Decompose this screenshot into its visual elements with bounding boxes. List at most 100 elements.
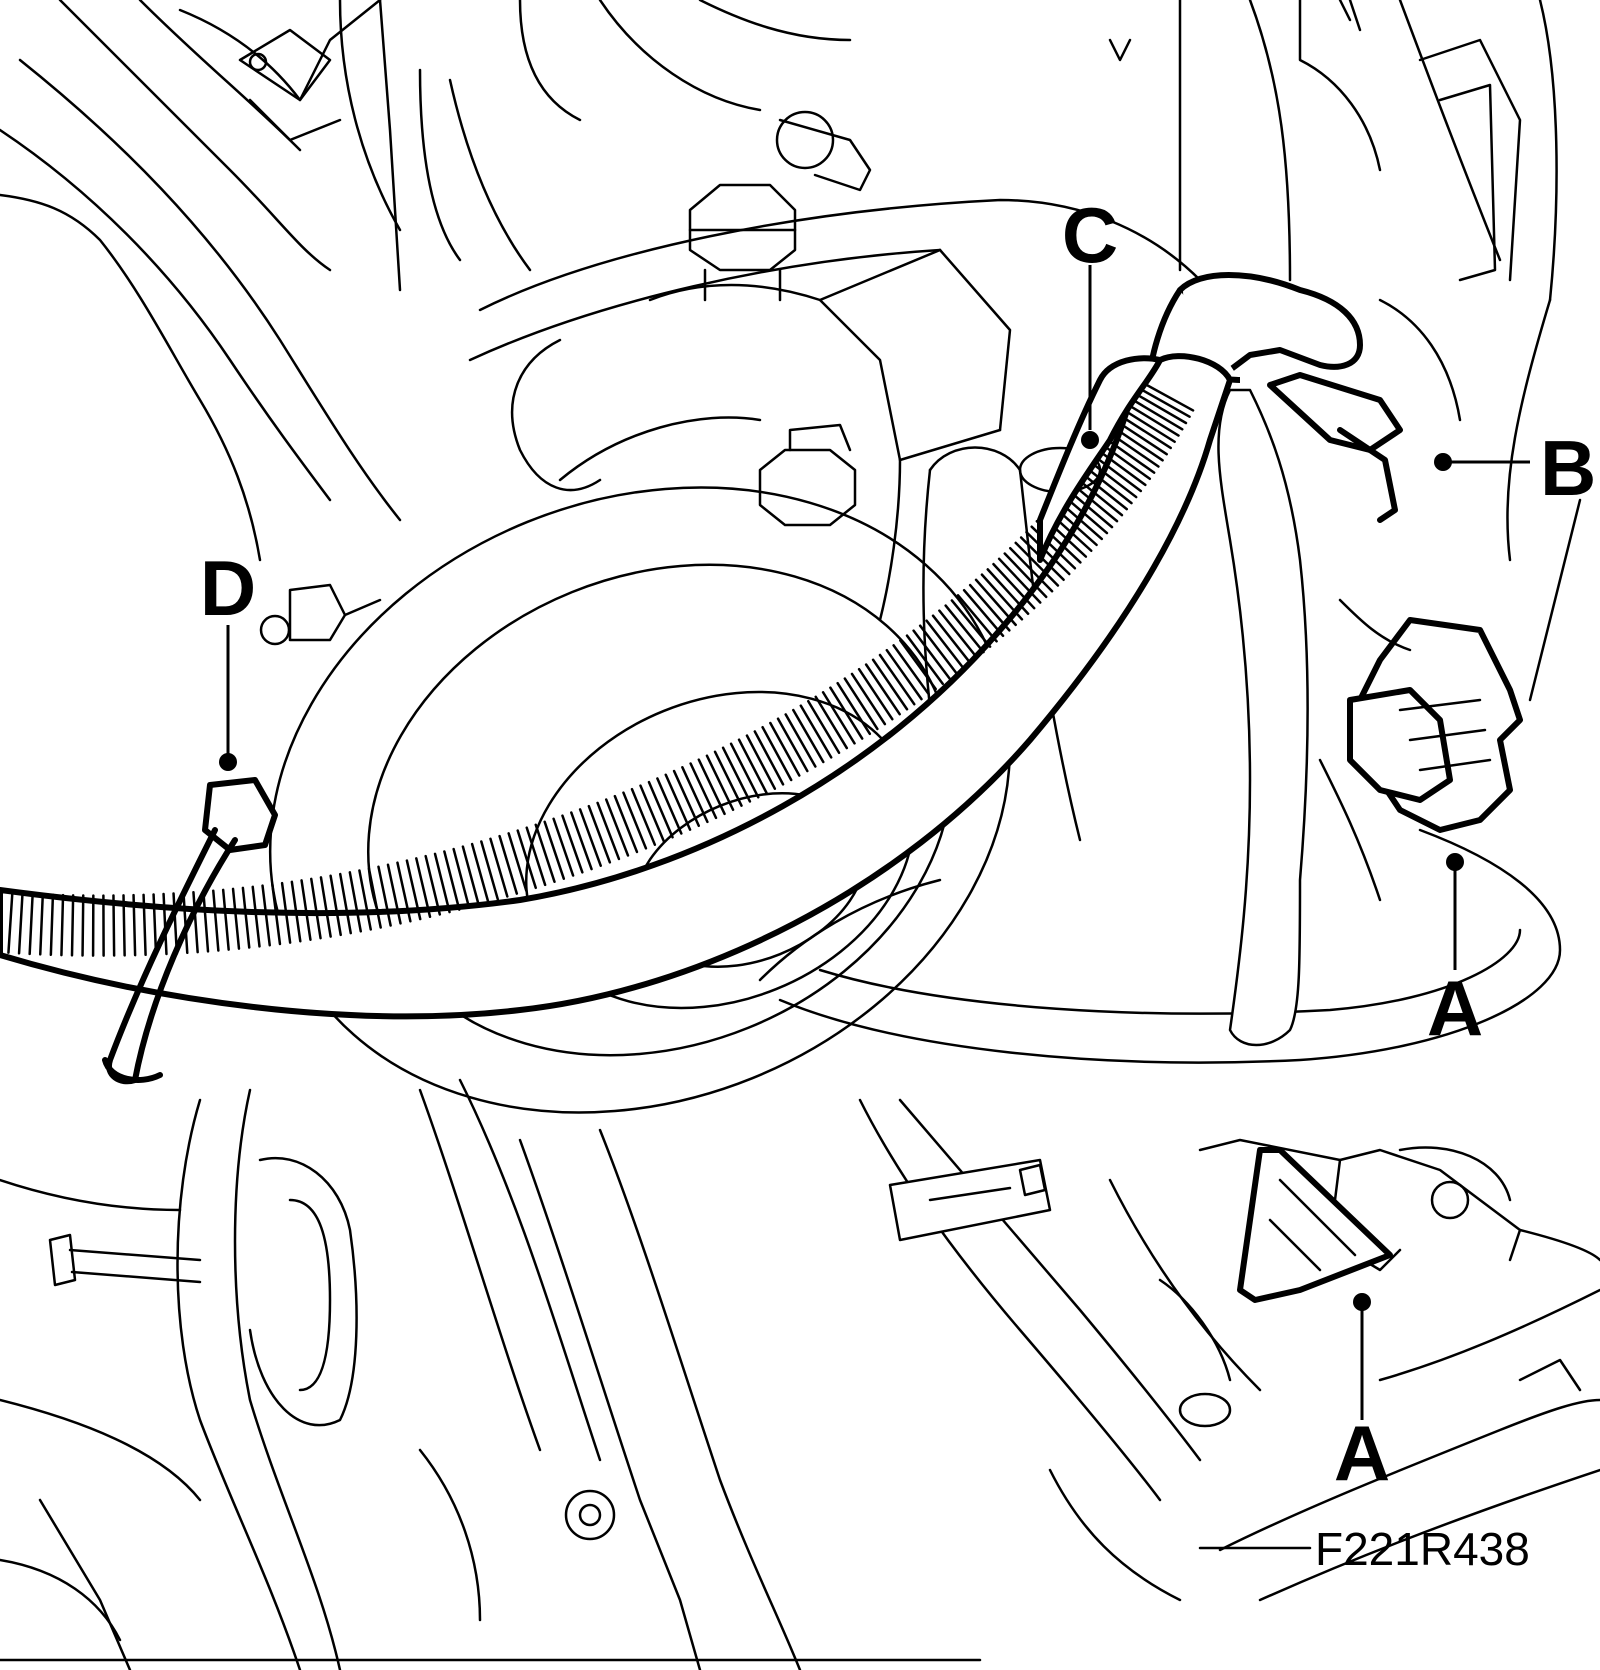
harness-rib (956, 594, 998, 643)
harness-rib (944, 604, 985, 654)
harness-rib (829, 686, 864, 740)
harness-rib (241, 886, 251, 949)
harness-rib (182, 891, 189, 955)
harness-rib (1103, 436, 1156, 474)
harness-rib (39, 893, 45, 956)
harness-rib (1111, 425, 1164, 462)
harness-rib (821, 691, 856, 745)
callout-a-upper-dot (1446, 853, 1464, 871)
harness-rib (769, 721, 801, 777)
harness-rib (878, 653, 916, 706)
harness-rib (396, 861, 412, 923)
harness-rib (843, 677, 879, 731)
callout-c-label: C (1062, 191, 1118, 279)
harness-rib (729, 742, 760, 799)
callout-a-upper-label: A (1427, 964, 1483, 1052)
harness-rib (1025, 530, 1071, 576)
callout-d-label: D (200, 544, 256, 632)
harness-rib (1122, 408, 1176, 444)
harness-rib (310, 877, 322, 940)
harness-rib (443, 850, 461, 911)
harness-rib (807, 699, 841, 755)
harness-rib (221, 888, 230, 951)
harness-rib (689, 762, 718, 820)
harness-rib (980, 573, 1024, 621)
harness-rib (1118, 414, 1172, 450)
harness-rib (1132, 391, 1188, 425)
harness-rib (899, 639, 937, 691)
harness-rib (974, 578, 1017, 627)
harness-rib (814, 695, 849, 750)
harness-rib (348, 871, 362, 933)
harness-rib (622, 791, 648, 850)
harness-rib (162, 892, 168, 956)
harness-rib (280, 881, 292, 944)
harness-rib (461, 845, 480, 906)
harness-rib (433, 852, 451, 914)
harness-rib (202, 890, 210, 953)
vacuum-hose (1147, 272, 1363, 1047)
harness-rib (1136, 385, 1191, 418)
harness-rib (664, 773, 692, 831)
harness-rib (290, 880, 302, 943)
callout-d-dot (219, 753, 237, 771)
harness-rib (925, 619, 965, 670)
harness-rib (613, 794, 639, 854)
harness-rib (857, 667, 894, 721)
harness-rib (776, 717, 809, 773)
harness-rib (561, 814, 584, 874)
harness-rib (647, 780, 674, 839)
harness-rib (1083, 464, 1133, 505)
harness-rib (534, 823, 556, 884)
harness-rib (192, 891, 199, 954)
callout-c-dot (1081, 431, 1099, 449)
harness-rib (358, 869, 372, 931)
harness-rib (329, 874, 342, 937)
harness-rib (931, 614, 972, 665)
harness-rib (705, 754, 735, 812)
harness-rib (452, 847, 471, 909)
harness-rib (543, 820, 566, 880)
harness-rib (60, 893, 65, 957)
harness-rib (251, 885, 261, 948)
harness-rib (892, 644, 930, 696)
harness-rib (992, 562, 1036, 610)
harness-rib (799, 704, 833, 759)
harness-rib (753, 730, 785, 786)
harness-rib (1129, 397, 1184, 431)
harness-clip (259, 583, 382, 646)
callout-a-lower-dot (1353, 1293, 1371, 1311)
harness-rib (377, 865, 392, 927)
harness-rib (885, 648, 923, 701)
harness-rib (570, 811, 593, 871)
harness-rib (1139, 380, 1195, 412)
harness-rib (386, 863, 402, 925)
harness-rib (300, 879, 312, 941)
harness-rib (656, 777, 683, 835)
harness-rib (1107, 431, 1160, 468)
harness-rib (424, 854, 442, 916)
corrugated-wiring-harness (0, 353, 1233, 1020)
harness-rib (28, 892, 34, 956)
harness-rib (918, 624, 958, 675)
harness-rib (836, 681, 872, 736)
harness-rib (905, 634, 944, 686)
harness-rib (1099, 442, 1152, 481)
harness-rib (142, 893, 147, 957)
harness-rib (7, 891, 14, 954)
harness-rib (1095, 448, 1147, 487)
harness-rib (212, 889, 220, 952)
callout-leaders (219, 265, 1582, 1550)
harness-rib (498, 834, 519, 895)
harness-rib (367, 867, 382, 929)
cable-tie-d (102, 777, 278, 1085)
harness-rib (405, 859, 422, 921)
harness-rib (578, 808, 602, 867)
harness-rib (1091, 453, 1143, 493)
figure-reference-code: F221R438 (1315, 1523, 1530, 1575)
harness-rib (864, 663, 901, 716)
harness-rib (122, 894, 126, 957)
harness-rib (962, 588, 1005, 638)
harness-rib (596, 801, 621, 861)
